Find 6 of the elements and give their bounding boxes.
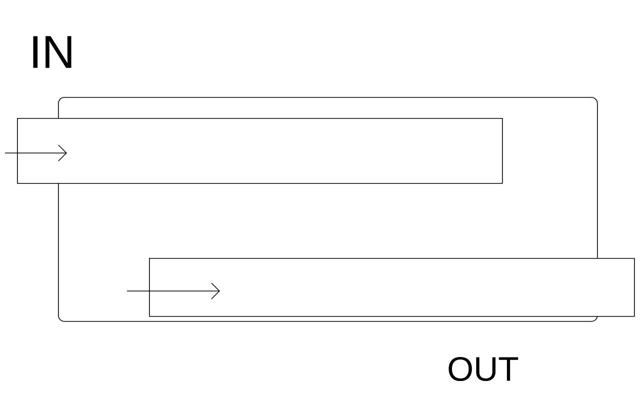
channel-box bbox=[17, 118, 503, 184]
port-label: IN bbox=[33, 36, 72, 68]
arrow bbox=[4, 144, 67, 162]
port-label: OUT bbox=[448, 356, 518, 382]
arrow bbox=[126, 282, 220, 300]
channel-box bbox=[149, 258, 635, 317]
